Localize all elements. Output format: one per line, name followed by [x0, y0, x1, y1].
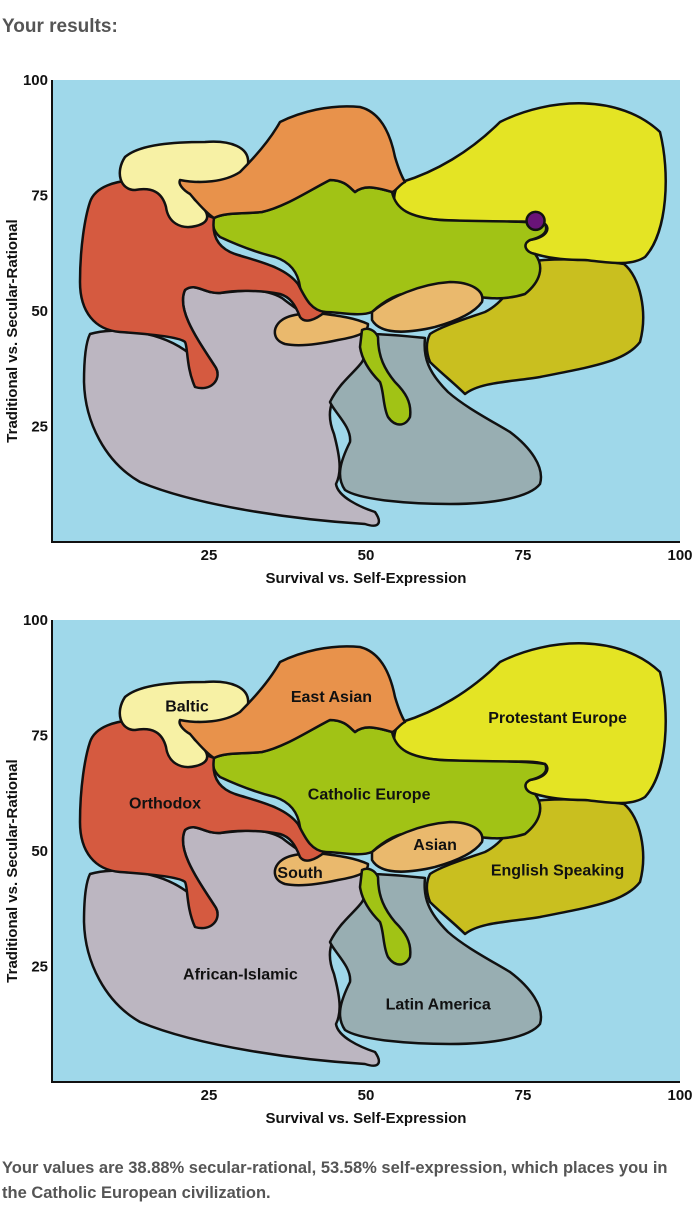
orthodox-region: [78, 178, 327, 390]
region-label-latin-america: Latin America: [386, 996, 491, 1013]
y-axis-label: Traditional vs. Secular-Rational: [4, 759, 21, 982]
x-tick-label: 50: [358, 1087, 375, 1104]
result-summary: Your values are 38.88% secular-rational,…: [2, 1159, 668, 1202]
latin-europe-branch-region: [358, 867, 412, 966]
region-label-east-asian: East Asian: [291, 689, 372, 706]
y-tick-label: 75: [31, 188, 48, 205]
orthodox-region: [78, 718, 327, 930]
region-label-baltic: Baltic: [165, 698, 209, 715]
result-marker: [525, 210, 546, 232]
y-tick-label: 25: [31, 419, 48, 436]
region-label-african-islamic: African-Islamic: [183, 966, 298, 983]
x-tick-label: 75: [515, 547, 532, 564]
region-label-asian: Asian: [413, 837, 457, 854]
x-tick-label: 25: [201, 1087, 218, 1104]
y-axis-label: Traditional vs. Secular-Rational: [4, 219, 21, 442]
x-tick-label: 75: [515, 1087, 532, 1104]
east-asian-region: [178, 645, 407, 760]
x-tick-label: 100: [667, 1087, 692, 1104]
axes-lines: [51, 620, 680, 1083]
x-axis-label: Survival vs. Self-Expression: [266, 570, 467, 587]
english-speaking-region: [425, 798, 645, 936]
x-axis-label: Survival vs. Self-Expression: [266, 1110, 467, 1127]
asian-region: [370, 280, 484, 333]
x-tick-label: 25: [201, 547, 218, 564]
y-tick-label: 50: [31, 843, 48, 860]
y-tick-label: 100: [23, 612, 48, 629]
x-tick-label: 100: [667, 547, 692, 564]
region-label-english-speaking: English Speaking: [491, 862, 624, 879]
region-label-catholic-europe: Catholic Europe: [308, 786, 431, 803]
region-label-south: South: [277, 865, 322, 882]
y-tick-label: 25: [31, 959, 48, 976]
latin-europe-branch-region: [358, 327, 412, 426]
east-asian-region: [178, 105, 407, 220]
english-speaking-region: [425, 258, 645, 396]
y-tick-label: 50: [31, 303, 48, 320]
x-tick-label: 50: [358, 547, 375, 564]
axes-lines: [51, 80, 680, 543]
region-label-protestant-europe: Protestant Europe: [488, 710, 627, 727]
asian-region: [370, 820, 484, 873]
results-heading: Your results:: [2, 16, 118, 37]
y-tick-label: 75: [31, 728, 48, 745]
region-label-orthodox: Orthodox: [129, 795, 201, 812]
y-tick-label: 100: [23, 72, 48, 89]
